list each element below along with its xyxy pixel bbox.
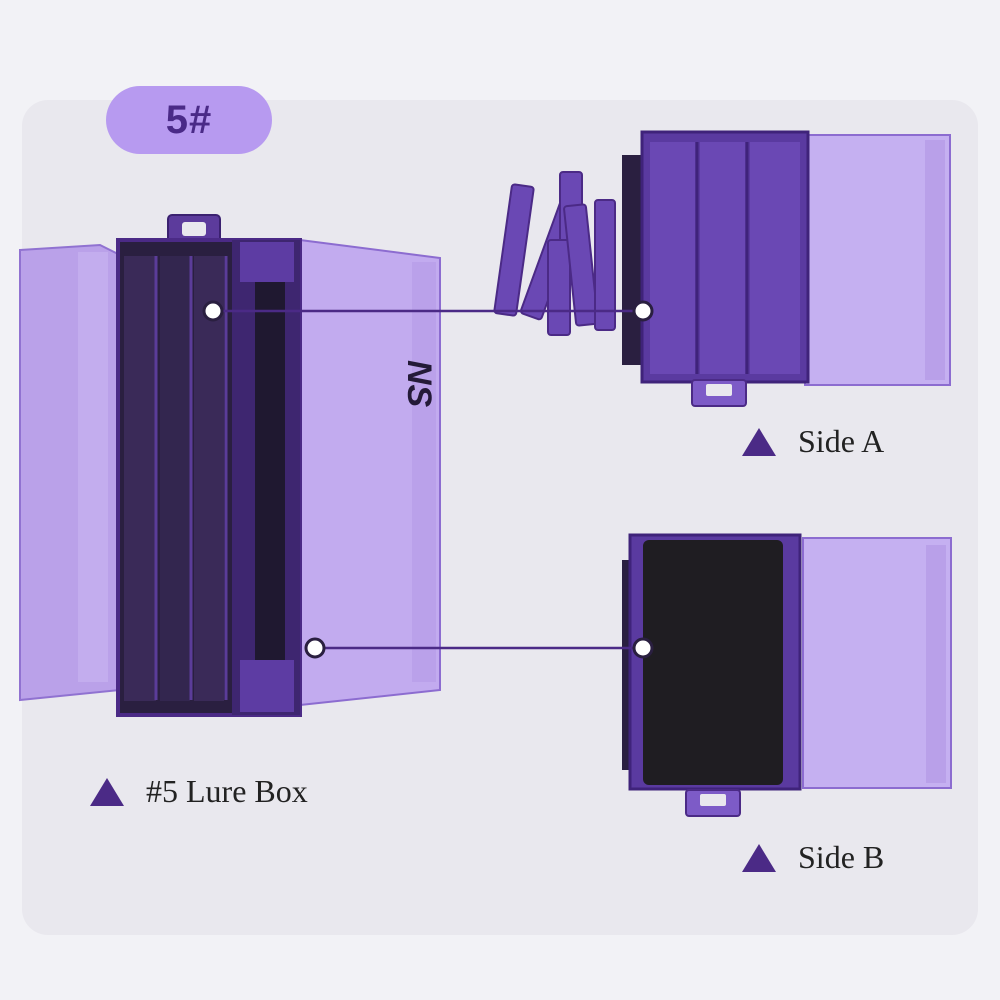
side-a-box: [622, 130, 951, 407]
triangle-icon: [90, 777, 124, 806]
model-badge: 5#: [106, 86, 272, 154]
caption-lure-box-label: #5 Lure Box: [146, 773, 308, 809]
foam-insert: [643, 540, 783, 785]
loose-dividers: [493, 171, 616, 336]
connector-lines: [202, 300, 654, 659]
connector-dot: [632, 637, 654, 659]
caption-side-a: Side A: [742, 423, 884, 460]
caption-side-b: Side B: [742, 839, 884, 876]
connector-dot: [632, 300, 654, 322]
caption-side-a-label: Side A: [798, 423, 885, 459]
caption-lure-box: #5 Lure Box: [90, 773, 308, 810]
lure-box-main: NS: [19, 214, 441, 717]
triangle-icon: [742, 843, 776, 872]
connector-dot: [304, 637, 326, 659]
connector-dot: [202, 300, 224, 322]
caption-side-b-label: Side B: [798, 839, 885, 875]
triangle-icon: [742, 427, 776, 456]
side-b-box: [622, 533, 952, 817]
brand-logo: NS: [400, 360, 438, 408]
model-badge-label: 5#: [165, 97, 213, 142]
